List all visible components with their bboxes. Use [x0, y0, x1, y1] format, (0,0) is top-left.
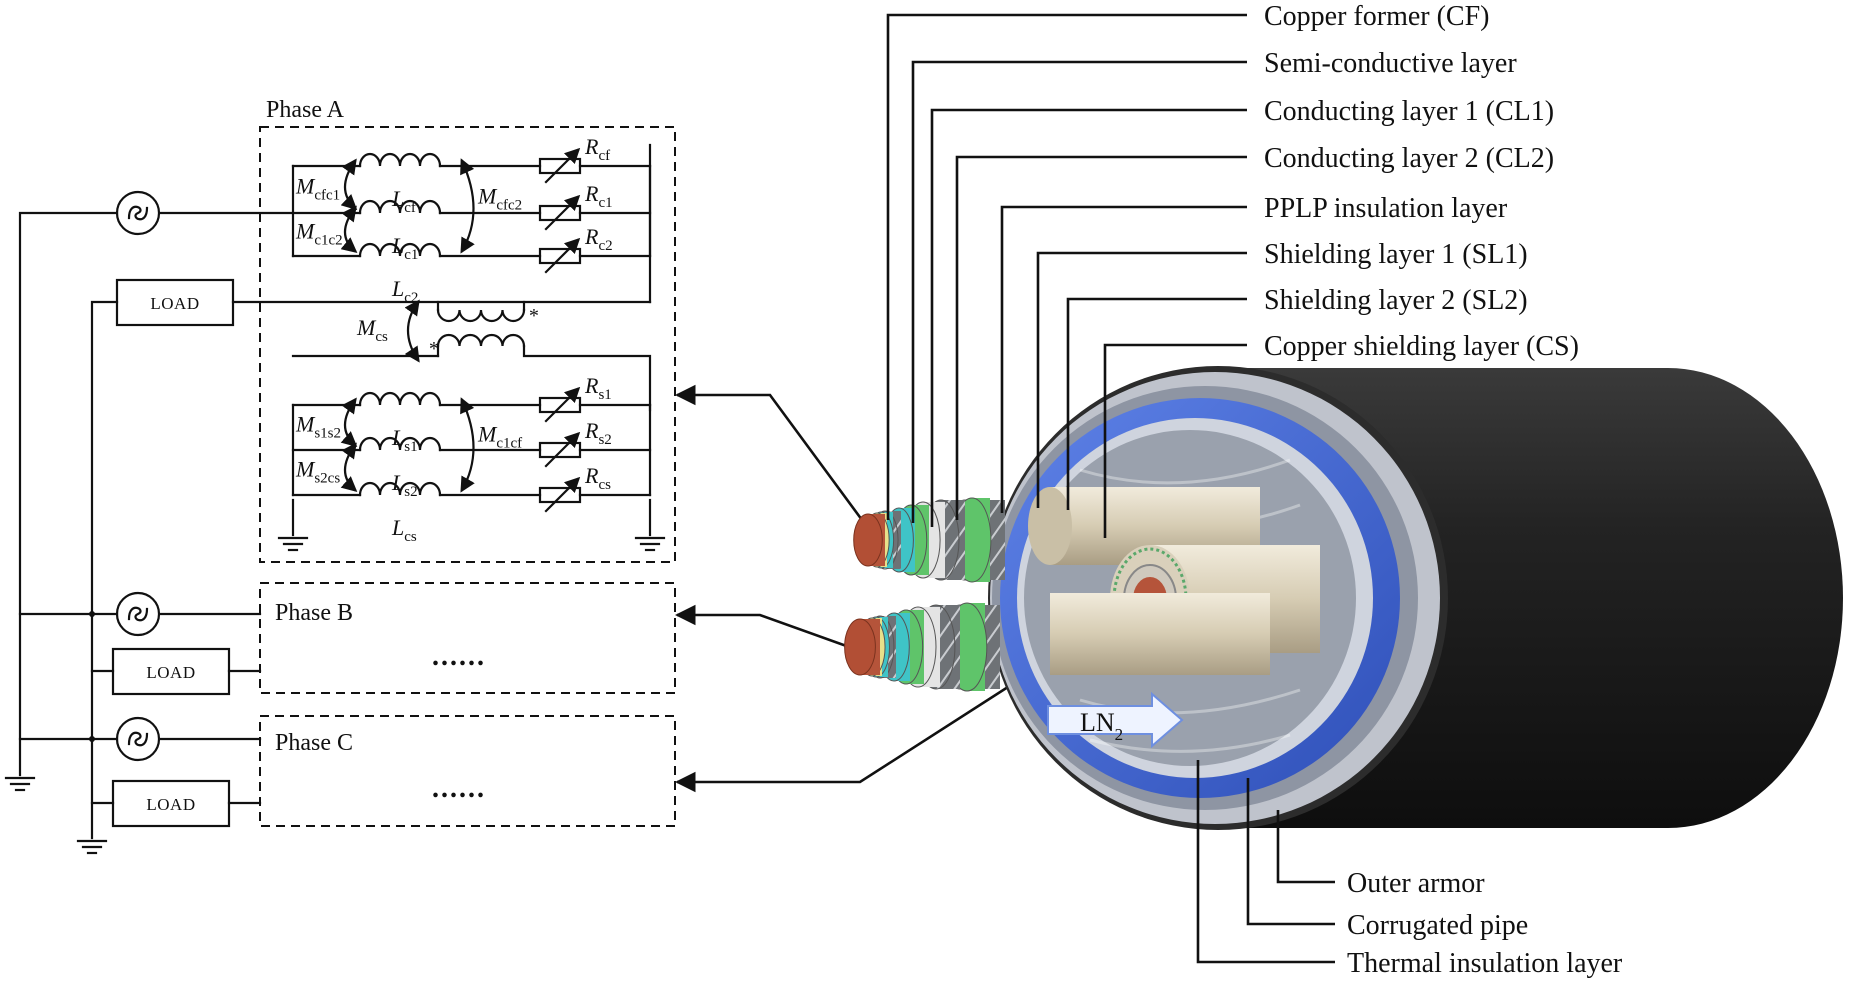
- dot-marker-1: *: [528, 305, 538, 327]
- inductor-s1: [358, 391, 442, 407]
- ln2-label: LN2: [1080, 708, 1123, 744]
- lower-core-layers: [844, 602, 1000, 692]
- leader-bottom-1: [1246, 778, 1335, 926]
- label-inductors_top-0: Lcf: [391, 186, 416, 216]
- cable-label-top-5: Shielding layer 1 (SL1): [1264, 239, 1528, 270]
- cable-label-top-0: Copper former (CF): [1264, 1, 1490, 32]
- cable-label-top-3: Conducting layer 2 (CL2): [1264, 143, 1554, 174]
- resistor-s2: [538, 441, 582, 459]
- inductor-s2: [358, 436, 442, 452]
- label-resistors_bottom-1: Rs2: [584, 418, 612, 448]
- ground-symbol-load: [76, 839, 108, 855]
- leader-top-5: [1036, 251, 1247, 508]
- ground-symbol-left: [4, 776, 36, 792]
- phase-a-label: Phase A: [266, 97, 345, 123]
- leader-top-0: [886, 13, 1247, 520]
- leader-top-4: [1000, 205, 1247, 513]
- ground-bus-line: [18, 211, 119, 777]
- inductor-c1: [358, 199, 442, 215]
- svg-text:LOAD: LOAD: [146, 795, 195, 814]
- phase-b-arrow: [674, 604, 853, 650]
- ln2-flow-arrow: LN2: [1047, 691, 1184, 749]
- layer-labels-top: Copper former (CF) Semi-conductive layerC…: [1264, 1, 1579, 362]
- cable-label-bottom-1: Corrugated pipe: [1347, 910, 1528, 941]
- mutual-cs-arrow: [404, 299, 420, 363]
- phase-a-arrow: [674, 384, 864, 521]
- leader-top-1: [911, 60, 1247, 523]
- ac-source-b: [115, 591, 161, 637]
- label-mutual_bottom-0: Ms1s2: [295, 412, 341, 442]
- ground-symbol-phase-a-left: [277, 498, 309, 552]
- label-mutual_top-1: Mc1c2: [295, 219, 343, 249]
- label-resistors_top-2: Rc2: [584, 224, 613, 254]
- phase-b-ellipsis: ......: [432, 641, 486, 672]
- leader-top-2: [930, 108, 1247, 527]
- label-mutual_top-2: Mcfc2: [477, 184, 522, 214]
- resistor-cs: [538, 486, 582, 504]
- label-mutual_top-0: Mcfc1: [295, 174, 340, 204]
- phase-c-label: Phase C: [275, 730, 353, 756]
- label-mutual_bottom-1: Ms2cs: [295, 457, 340, 487]
- label-inductors_bottom-2: Lcs: [391, 515, 417, 545]
- load-bus-line: [90, 300, 119, 840]
- hts-cable-illustration: LN2: [844, 366, 1843, 830]
- phase-c-box: [259, 715, 676, 827]
- label-resistors_top-1: Rc1: [584, 181, 613, 211]
- resistor-s1: [538, 396, 582, 414]
- phase-c-ellipsis: ......: [432, 773, 486, 804]
- cable-label-top-7: Copper shielding layer (CS): [1264, 331, 1579, 362]
- svg-text:LOAD: LOAD: [146, 663, 195, 682]
- leader-bottom-0: [1276, 810, 1335, 884]
- cable-core-bottom: [1050, 593, 1270, 675]
- cable-label-top-2: Conducting layer 1 (CL1): [1264, 96, 1554, 127]
- ground-symbol-phase-a-right: [634, 498, 666, 552]
- leader-top-6: [1066, 297, 1247, 510]
- inductor-cs: [358, 481, 442, 497]
- cable-label-bottom-2: Thermal insulation layer: [1347, 948, 1623, 979]
- label-inductors_top-1: Lc1: [391, 233, 418, 263]
- label-resistors_top-0: Rcf: [584, 134, 610, 164]
- leader-bottom-2: [1196, 760, 1335, 964]
- cs-transformer: * * Mcs: [291, 143, 652, 412]
- label-mutual_bottom-2: Mc1cf: [477, 422, 522, 452]
- label-resistors_bottom-2: Rcs: [584, 463, 611, 493]
- dot-marker-2: *: [428, 338, 438, 360]
- load-box-c: LOAD: [111, 779, 231, 828]
- load-box-b: LOAD: [111, 647, 231, 696]
- phase-b-box: [259, 582, 676, 694]
- resistor-c1: [538, 204, 582, 222]
- cable-label-top-1: Semi-conductive layer: [1264, 48, 1517, 79]
- leader-top-7: [1103, 343, 1247, 538]
- ac-source-a: [115, 190, 161, 236]
- phase-b-label: Phase B: [275, 600, 353, 626]
- label-resistors_bottom-0: Rs1: [584, 373, 612, 403]
- cable-label-top-6: Shielding layer 2 (SL2): [1264, 285, 1528, 316]
- resistor-c2: [538, 247, 582, 265]
- leader-top-3: [955, 155, 1247, 520]
- inductor-cf: [358, 152, 442, 168]
- load-box-a: LOAD: [115, 278, 235, 327]
- m-cs-label: Mcs: [356, 315, 388, 345]
- resistor-cf: [538, 157, 582, 175]
- ac-source-c: [115, 716, 161, 762]
- cable-label-bottom-0: Outer armor: [1347, 868, 1485, 899]
- inductor-c2: [358, 242, 442, 258]
- phase-a-box: [259, 126, 676, 563]
- equivalent-circuit: Phase A Phase B Phase C ...... ...... LO…: [4, 97, 676, 855]
- layer-leader-lines: [886, 13, 1335, 964]
- cable-label-top-4: PPLP insulation layer: [1264, 193, 1508, 224]
- upper-core-layers: [853, 497, 1005, 583]
- svg-text:LOAD: LOAD: [150, 294, 199, 313]
